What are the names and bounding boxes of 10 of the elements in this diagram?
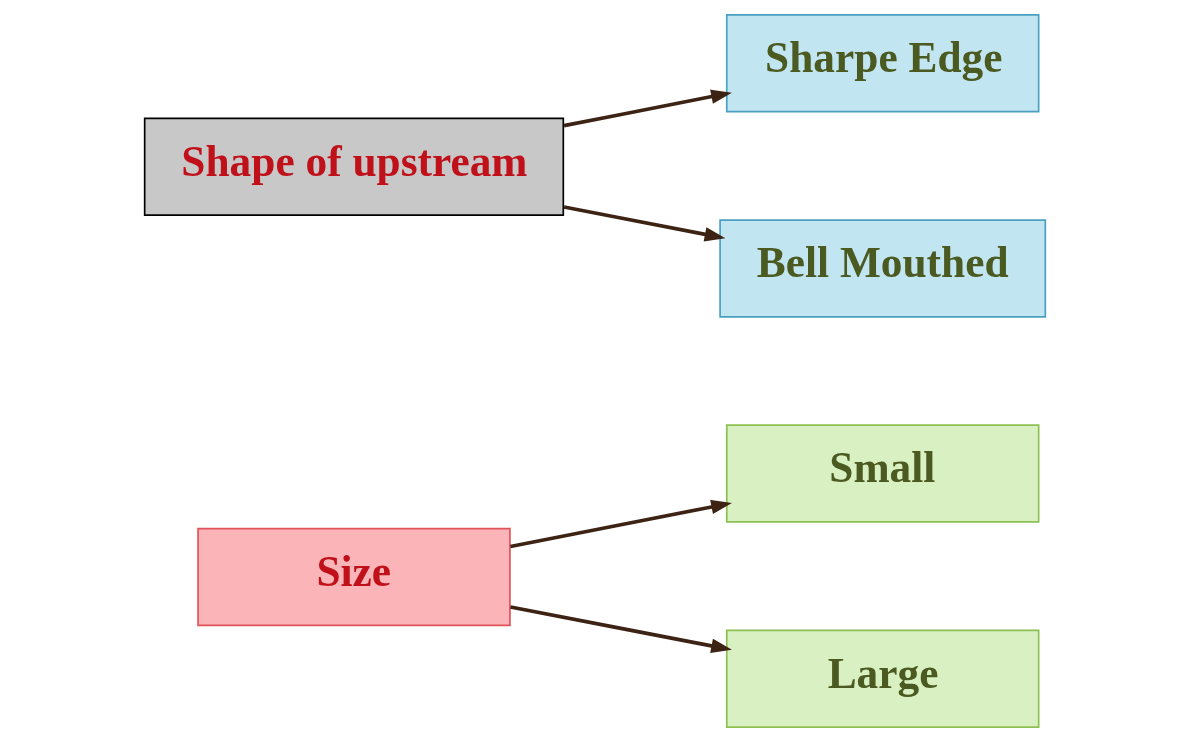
node-box: Size <box>196 527 511 627</box>
node-box: Small <box>725 424 1039 523</box>
arrow <box>563 89 732 128</box>
arrow <box>563 205 725 242</box>
node-box: Shape of upstream <box>143 117 564 216</box>
node-box: Large <box>725 629 1039 728</box>
node-box: Bell Mouthed <box>718 219 1046 318</box>
arrow <box>509 605 732 654</box>
node-box: Sharpe Edge <box>725 14 1039 113</box>
arrow <box>509 499 732 549</box>
